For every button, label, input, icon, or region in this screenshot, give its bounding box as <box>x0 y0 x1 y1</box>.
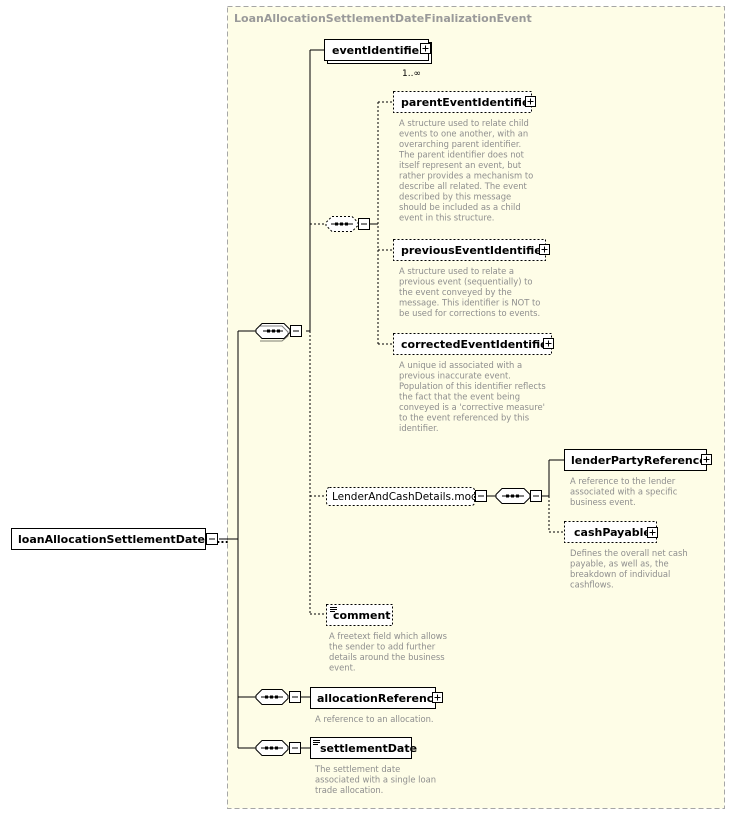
description-line: previous event (sequentially) to <box>399 277 533 287</box>
description-line: business event. <box>570 497 636 507</box>
description-line: identifier. <box>399 423 438 433</box>
description-line: describe all related. The event <box>399 181 528 191</box>
description-line: breakdown of individual <box>570 569 670 579</box>
settlement-date-label: settlementDate <box>320 742 417 755</box>
description-line: event in this structure. <box>399 213 494 223</box>
description-line: cashflows. <box>570 580 614 590</box>
sequence-compositor-main[interactable] <box>255 323 302 342</box>
description-line: should be included as a child <box>399 202 521 212</box>
simple-type-icon <box>313 740 320 745</box>
collapse-icon[interactable] <box>358 218 370 230</box>
previous-event-identifier-label: previousEventIdentifier <box>401 244 548 257</box>
root-element[interactable]: loanAllocationSettlementDateFi... <box>11 528 229 550</box>
description-line: itself represent an event, but <box>399 160 522 170</box>
corrected-event-identifier-label: correctedEventIdentifier <box>401 338 554 351</box>
description-line: A freetext field which allows <box>329 631 447 641</box>
element-cash-payable[interactable]: cashPayable <box>564 521 658 543</box>
collapse-icon[interactable] <box>289 691 301 703</box>
expand-icon[interactable] <box>701 454 712 465</box>
element-comment[interactable]: comment <box>326 604 393 626</box>
description-line: conveyed is a 'corrective measure' <box>399 402 545 412</box>
expand-icon[interactable] <box>647 527 658 538</box>
element-parent-event-identifier[interactable]: parentEventIdentifier <box>393 91 536 113</box>
allocation-reference-desc: A reference to an allocation. <box>315 714 434 724</box>
description-line: A reference to an allocation. <box>315 714 434 724</box>
description-line: to the event referenced by this <box>399 413 529 423</box>
sequence-icon <box>331 222 353 226</box>
description-line: A unique id associated with a <box>399 360 522 370</box>
multiplicity-label: 1..∞ <box>402 69 421 79</box>
description-line: message. This identifier is NOT to <box>399 298 540 308</box>
collapse-icon[interactable] <box>530 490 542 502</box>
cash-payable-label: cashPayable <box>574 526 651 539</box>
lender-and-cash-details-label: LenderAndCashDetails.model <box>332 491 487 503</box>
description-line: be used for corrections to events. <box>399 308 540 318</box>
description-line: A reference to the lender <box>570 476 676 486</box>
description-line: The settlement date <box>314 764 400 774</box>
group-title: LoanAllocationSettlementDateFinalization… <box>234 12 532 25</box>
description-line: trade allocation. <box>315 785 383 795</box>
allocation-reference-label: allocationReference <box>317 692 441 705</box>
sequence-icon <box>261 746 283 750</box>
sequence-compositor-settlement[interactable] <box>255 740 301 756</box>
element-allocation-reference[interactable]: allocationReference <box>310 687 443 709</box>
expand-icon[interactable] <box>420 43 431 54</box>
description-line: previous inaccurate event. <box>399 371 511 381</box>
collapse-icon[interactable] <box>206 533 218 545</box>
parent-event-identifier-label: parentEventIdentifier <box>401 96 535 109</box>
expand-icon[interactable] <box>539 244 550 255</box>
collapse-icon[interactable] <box>475 490 487 502</box>
expand-icon[interactable] <box>525 96 536 107</box>
expand-icon[interactable] <box>432 692 443 703</box>
description-line: The parent identifier does not <box>398 150 525 160</box>
choice-compositor[interactable] <box>325 216 370 232</box>
description-line: Defines the overall net cash <box>570 548 688 558</box>
comment-label: comment <box>333 609 391 622</box>
group-lender-and-cash-details[interactable]: LenderAndCashDetails.model <box>326 487 488 506</box>
event-identifier-label: eventIdentifier <box>332 44 425 57</box>
sequence-icon <box>502 494 524 498</box>
sequence-compositor-allocation[interactable] <box>255 689 301 705</box>
collapse-icon[interactable] <box>290 325 302 337</box>
description-line: events to one another, with an <box>399 129 528 139</box>
sequence-icon <box>261 695 283 699</box>
description-line: A structure used to relate a <box>399 266 514 276</box>
sequence-compositor-lender[interactable] <box>495 488 542 504</box>
description-line: overarching parent identifier. <box>399 139 521 149</box>
description-line: associated with a single loan <box>315 775 436 785</box>
root-label: loanAllocationSettlementDateFi... <box>18 533 229 546</box>
simple-type-icon <box>330 607 337 612</box>
expand-icon[interactable] <box>543 338 554 349</box>
description-line: payable, as well as, the <box>570 559 669 569</box>
description-line: the event conveyed by the <box>399 287 512 297</box>
description-line: rather provides a mechanism to <box>399 171 533 181</box>
element-settlement-date[interactable]: settlementDate <box>310 737 418 759</box>
description-line: associated with a specific <box>570 487 678 497</box>
element-lender-party-reference[interactable]: lenderPartyReference <box>564 449 712 471</box>
lender-party-reference-label: lenderPartyReference <box>571 454 707 467</box>
description-line: A structure used to relate child <box>399 118 529 128</box>
description-line: described by this message <box>399 192 511 202</box>
element-event-identifier[interactable]: eventIdentifier 1..∞ <box>324 39 432 80</box>
element-corrected-event-identifier[interactable]: correctedEventIdentifier <box>393 333 554 355</box>
description-line: the fact that the event being <box>399 392 520 402</box>
element-previous-event-identifier[interactable]: previousEventIdentifier <box>393 239 550 261</box>
description-line: event. <box>329 663 356 673</box>
sequence-icon <box>263 329 283 333</box>
collapse-icon[interactable] <box>289 742 301 754</box>
description-line: Population of this identifier reflects <box>399 381 546 391</box>
description-line: the sender to add further <box>329 642 436 652</box>
description-line: details around the business <box>329 652 445 662</box>
